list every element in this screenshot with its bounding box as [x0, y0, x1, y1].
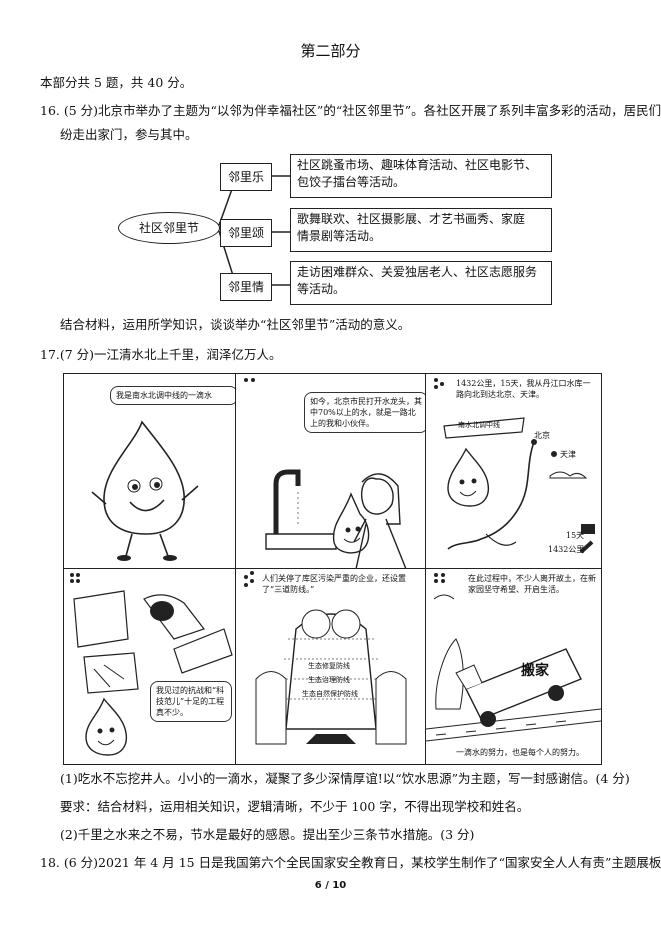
three-defense-lines-illustration [244, 571, 407, 745]
page-number: 6 / 10 [314, 880, 347, 891]
branch-detail-linli-le: 社区跳蚤市场、趣味体育活动、社区电影节、 包饺子擂台等活动。 [290, 154, 552, 198]
p3-city-beijing: 北京 [534, 431, 550, 440]
section-intro: 本部分共 5 题，共 40 分。 [40, 75, 193, 90]
comic-panel-1: 我是南水北调中线的一滴水 [63, 373, 237, 570]
p2-speech-bubble: 如今，北京市民打开水龙头，其中70%以上的水，就是一路北上的我和小伙伴。 [304, 392, 426, 433]
q17-subquestion-2: (2)千里之水来之不易，节水是最好的感恩。提出至少三条节水措施。(3 分) [60, 827, 475, 842]
faucet-and-woman-illustration [244, 378, 407, 569]
q16-stem-line1: 16. (5 分)北京市举办了主题为“以邻为伴幸福社区”的“社区邻里节”。各社区… [40, 103, 661, 118]
p5-defense-line-2: 生态治理防线 [308, 676, 350, 684]
p6-truck-sign: 搬家 [521, 663, 549, 679]
comic-panel-6: 在此过程中，不少人离开故土，在新家园坚守希望、开启生活。 搬家 一滴水的努力，也… [425, 568, 602, 765]
p5-defense-line-1: 生态修复防线 [308, 662, 350, 670]
p5-caption: 人们关停了库区污染严重的企业，还设置了“三道防线。” [262, 574, 406, 594]
q16-question: 结合材料，运用所学知识，谈谈举办“社区邻里节”活动的意义。 [60, 317, 411, 332]
comic-panel-2: 如今，北京市民打开水龙头，其中70%以上的水，就是一路北上的我和小伙伴。 [235, 373, 427, 570]
p3-city-tianjin: 天津 [560, 450, 576, 459]
p4-speech-bubble: 我见过的抗战和“科技范儿”十足的工程真不少。 [150, 681, 232, 722]
p3-caption: 1432公里，15天，我从丹江口水库一路向北到达北京、天津。 [456, 379, 591, 399]
tunnel-and-canal-illustration [70, 573, 233, 756]
branch-detail-line: 走访困难群众、关爱独居老人、社区志愿服务 [297, 265, 538, 279]
water-drop-character-illustration [91, 420, 199, 561]
p5-defense-line-3: 生态自然保护防线 [302, 690, 358, 698]
p3-days-label: 15天 [566, 531, 585, 540]
branch-label-linli-qing: 邻里情 [220, 273, 272, 301]
branch-detail-line: 等活动。 [297, 282, 346, 296]
p3-distance-label: 1432公里 [548, 545, 585, 554]
section-title: 第二部分 [300, 42, 361, 60]
q16-stem-line2: 纷走出家门，参与其中。 [60, 127, 198, 142]
branch-detail-line: 情景剧等活动。 [297, 229, 382, 243]
route-map-illustration [434, 378, 595, 554]
branch-detail-line: 包饺子擂台等活动。 [297, 175, 406, 189]
branch-detail-linli-qing: 走访困难群众、关爱独居老人、社区志愿服务 等活动。 [290, 261, 552, 305]
branch-label-linli-song: 邻里颂 [220, 219, 272, 247]
mindmap-center-node: 社区邻里节 [118, 212, 220, 244]
branch-detail-linli-song: 歌舞联欢、社区摄影展、才艺书画秀、家庭 情景剧等活动。 [290, 208, 552, 252]
q18-stem: 18. (6 分)2021 年 4 月 15 日是我国第六个全民国家安全教育日，… [40, 855, 661, 870]
comic-panel-3: 1432公里，15天，我从丹江口水库一路向北到达北京、天津。 南水北调中线 北京… [425, 373, 602, 570]
moving-truck-illustration [426, 573, 601, 742]
q17-stem: 17.(7 分)一江清水北上千里，润泽亿万人。 [40, 347, 282, 362]
q17-subquestion-1: (1)吃水不忘挖井人。小小的一滴水，凝聚了多少深情厚谊!以“饮水思源”为主题，写… [60, 771, 630, 786]
branch-label-linli-le: 邻里乐 [220, 163, 272, 191]
p1-speech-bubble: 我是南水北调中线的一滴水 [110, 386, 236, 405]
branch-detail-line: 社区跳蚤市场、趣味体育活动、社区电影节、 [297, 158, 538, 172]
branch-detail-line: 歌舞联欢、社区摄影展、才艺书画秀、家庭 [297, 212, 526, 226]
p6-caption: 在此过程中，不少人离开故土，在新家园坚守希望、开启生活。 [468, 574, 596, 594]
p6-bottom-caption: 一滴水的努力，也是每个人的努力。 [456, 748, 584, 757]
comic-panel-4: 我见过的抗战和“科技范儿”十足的工程真不少。 [63, 568, 237, 765]
comic-panel-5: 人们关停了库区污染严重的企业，还设置了“三道防线。” 生态修复防线 生态治理防线… [235, 568, 427, 765]
q17-requirements: 要求：结合材料，运用相关知识，逻辑清晰，不少于 100 字，不得出现学校和姓名。 [60, 799, 530, 814]
p3-route-banner: 南水北调中线 [458, 421, 500, 429]
